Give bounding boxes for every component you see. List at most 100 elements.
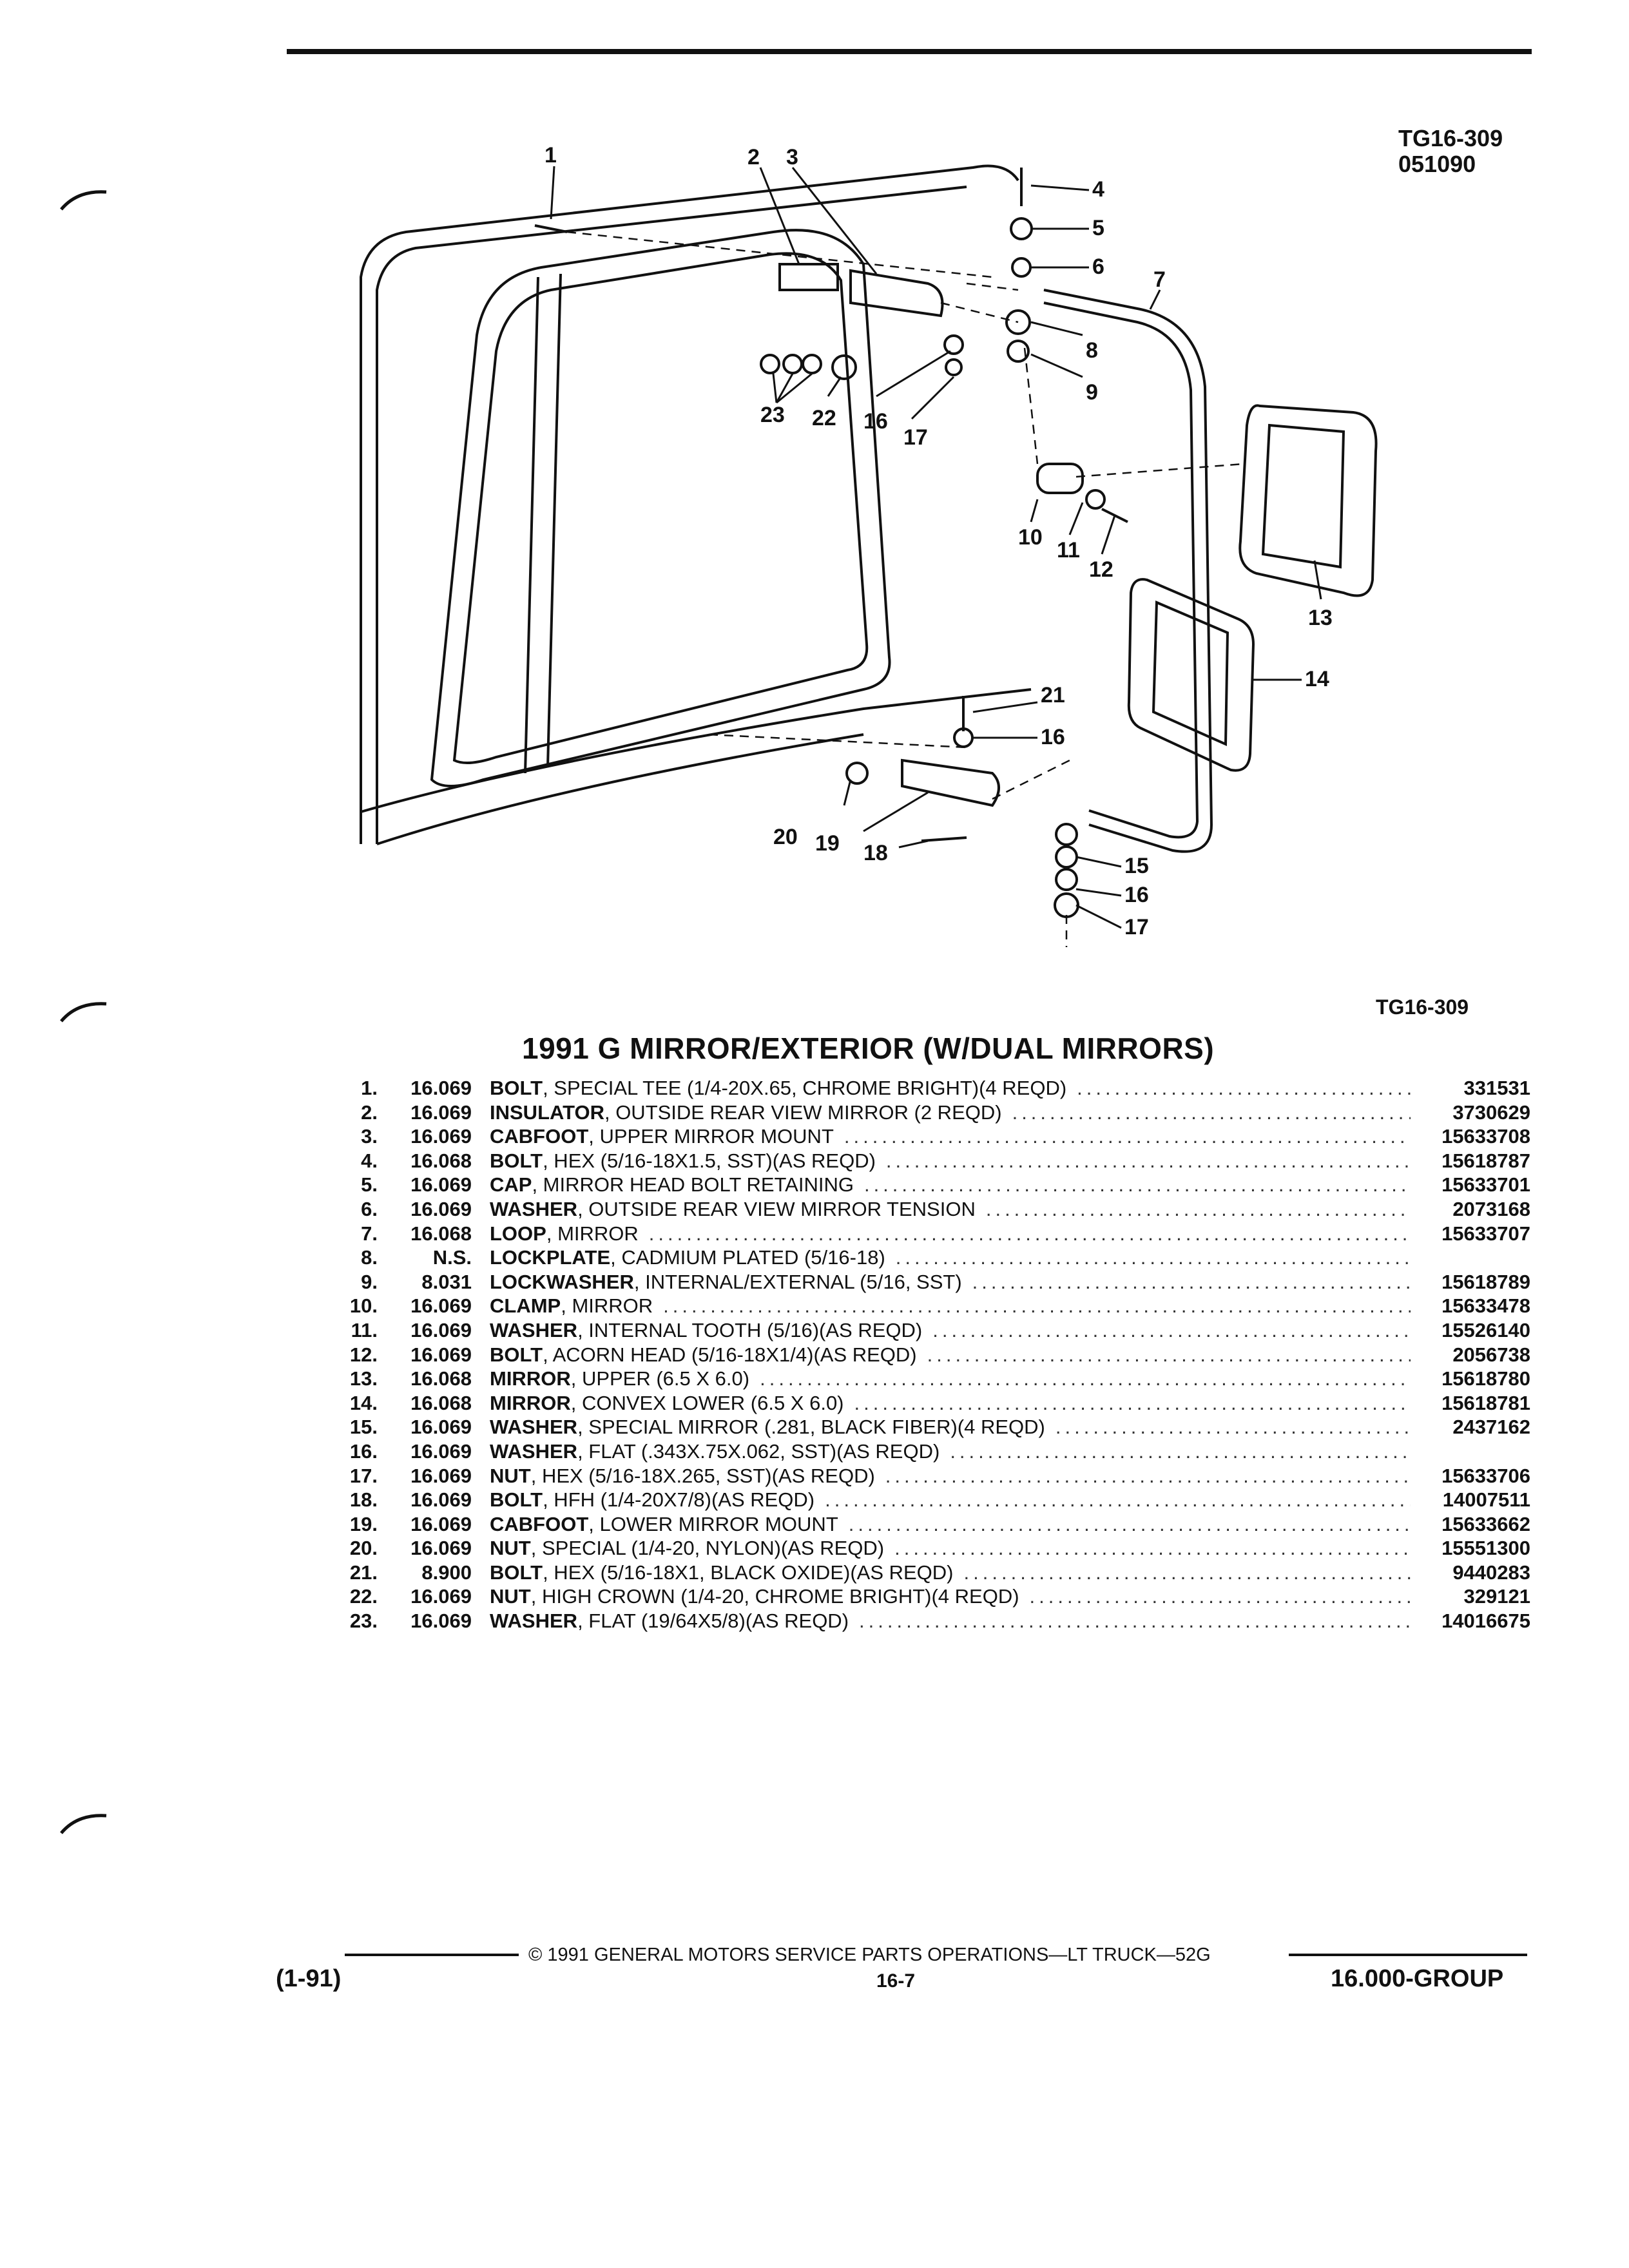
figure-id: TG16-309 bbox=[1398, 125, 1503, 151]
callout-15: 15 bbox=[1124, 854, 1149, 878]
part-number: 329121 bbox=[1463, 1585, 1530, 1608]
part-group: 16.069 bbox=[410, 1077, 472, 1099]
part-description: , MIRROR HEAD BOLT RETAINING bbox=[532, 1173, 854, 1196]
part-group: 16.069 bbox=[410, 1343, 472, 1366]
part-number: 2073168 bbox=[1452, 1197, 1530, 1220]
group-code: 16.000-GROUP bbox=[1331, 1965, 1504, 1992]
part-number: 15633706 bbox=[1441, 1464, 1530, 1487]
part-number-index: 12. bbox=[349, 1343, 378, 1366]
part-name: BOLT bbox=[490, 1343, 543, 1366]
part-description: , OUTSIDE REAR VIEW MIRROR (2 REQD) bbox=[604, 1100, 1002, 1124]
window-frame bbox=[430, 229, 891, 787]
part-name: WASHER bbox=[490, 1416, 578, 1439]
part-group: 16.068 bbox=[410, 1391, 472, 1414]
exploded-mirror-diagram: 1 2 3 4 5 6 7 8 9 10 11 12 13 14 21 16 1… bbox=[360, 143, 1378, 947]
callout-17b: 17 bbox=[1124, 915, 1149, 939]
part-number: 15633707 bbox=[1441, 1222, 1530, 1245]
figure-date-code: 051090 bbox=[1398, 151, 1476, 177]
callout-18: 18 bbox=[863, 841, 888, 865]
part-group: 16.069 bbox=[410, 1100, 472, 1124]
part-number-index: 11. bbox=[351, 1318, 378, 1341]
leader-dots bbox=[886, 1149, 1411, 1173]
callout-3: 3 bbox=[786, 145, 798, 169]
part-description: , SPECIAL (1/4-20, NYLON)(AS REQD) bbox=[530, 1537, 885, 1560]
part-name: CABFOOT bbox=[490, 1512, 589, 1535]
callout-20: 20 bbox=[773, 825, 798, 849]
part-group: 16.069 bbox=[410, 1464, 472, 1487]
part-number: 15618781 bbox=[1441, 1391, 1530, 1414]
leader-dots bbox=[663, 1294, 1411, 1318]
callout-23: 23 bbox=[760, 403, 785, 427]
part-group: 16.069 bbox=[410, 1512, 472, 1535]
part-group: 16.069 bbox=[410, 1610, 472, 1633]
door-lower-line bbox=[360, 688, 1032, 813]
part-number-index: 22. bbox=[349, 1585, 378, 1608]
part-number-index: 8. bbox=[361, 1246, 378, 1269]
page-title: 1991 G MIRROR/EXTERIOR (W/DUAL MIRRORS) bbox=[522, 1032, 1215, 1065]
part-description: , FLAT (19/64X5/8)(AS REQD) bbox=[577, 1610, 849, 1633]
part-description: , INTERNAL/EXTERNAL (5/16, SST) bbox=[633, 1270, 962, 1293]
margin-mark bbox=[60, 190, 107, 211]
part-number: 331531 bbox=[1463, 1077, 1530, 1099]
leader-dots bbox=[950, 1439, 1411, 1464]
mirror-clamp bbox=[1036, 463, 1084, 494]
leader-dots bbox=[1012, 1100, 1411, 1125]
callout-12: 12 bbox=[1089, 557, 1113, 582]
part-name: BOLT bbox=[490, 1488, 543, 1512]
part-number: 15633478 bbox=[1441, 1294, 1530, 1318]
part-group: 16.069 bbox=[410, 1537, 472, 1560]
lower-mirror bbox=[1127, 578, 1255, 772]
callout-10: 10 bbox=[1018, 525, 1043, 550]
part-group: 16.069 bbox=[410, 1416, 472, 1439]
part-description: , LOWER MIRROR MOUNT bbox=[588, 1512, 838, 1535]
callout-1: 1 bbox=[545, 143, 557, 168]
part-name: WASHER bbox=[490, 1610, 578, 1633]
callout-21: 21 bbox=[1041, 683, 1065, 707]
part-description: , HEX (5/16-18X1.5, SST)(AS REQD) bbox=[543, 1149, 876, 1172]
part-number-index: 6. bbox=[361, 1197, 378, 1220]
figure-id-block: TG16-309 051090 bbox=[1398, 126, 1503, 177]
part-description: , HIGH CROWN (1/4-20, CHROME BRIGHT)(4 R… bbox=[530, 1585, 1019, 1608]
part-description: , INTERNAL TOOTH (5/16)(AS REQD) bbox=[577, 1318, 923, 1341]
leader-dots bbox=[844, 1124, 1411, 1149]
leader-dots bbox=[649, 1222, 1411, 1246]
door-frame-inner bbox=[376, 186, 967, 844]
part-group: 16.069 bbox=[410, 1439, 472, 1463]
callout-13: 13 bbox=[1308, 606, 1333, 630]
parts-row: 8.N.S.LOCKPLATE, CADMIUM PLATED (5/16-18… bbox=[335, 1245, 1530, 1270]
leader-dots bbox=[1055, 1415, 1411, 1439]
callout-6: 6 bbox=[1092, 255, 1104, 279]
part-description: , SPECIAL MIRROR (.281, BLACK FIBER)(4 R… bbox=[577, 1416, 1045, 1439]
callout-16b: 16 bbox=[1124, 883, 1149, 907]
part-number-index: 10. bbox=[349, 1294, 378, 1318]
leader-dots bbox=[849, 1512, 1411, 1537]
lower-cabfoot bbox=[901, 758, 1000, 807]
hardware-washer bbox=[1010, 217, 1033, 240]
part-description: , HEX (5/16-18X1, BLACK OXIDE)(AS REQD) bbox=[543, 1561, 954, 1584]
part-number-index: 17. bbox=[349, 1464, 378, 1487]
figure-id-bottom: TG16-309 bbox=[1376, 995, 1469, 1019]
part-number: 15633708 bbox=[1441, 1125, 1530, 1148]
hardware-washer bbox=[943, 334, 964, 355]
part-group: N.S. bbox=[432, 1246, 472, 1269]
part-number: 15618787 bbox=[1441, 1149, 1530, 1172]
leader-dots bbox=[972, 1270, 1411, 1294]
hardware-washer bbox=[782, 354, 803, 374]
hardware-washer bbox=[1007, 340, 1030, 363]
bolt-1 bbox=[534, 224, 568, 233]
part-group: 16.068 bbox=[410, 1222, 472, 1245]
top-rule bbox=[287, 49, 1532, 54]
leader-dots bbox=[896, 1245, 1411, 1270]
leader-dots bbox=[885, 1464, 1411, 1488]
part-number-index: 9. bbox=[361, 1270, 378, 1293]
part-group: 16.069 bbox=[410, 1294, 472, 1318]
part-group: 8.900 bbox=[421, 1561, 472, 1584]
